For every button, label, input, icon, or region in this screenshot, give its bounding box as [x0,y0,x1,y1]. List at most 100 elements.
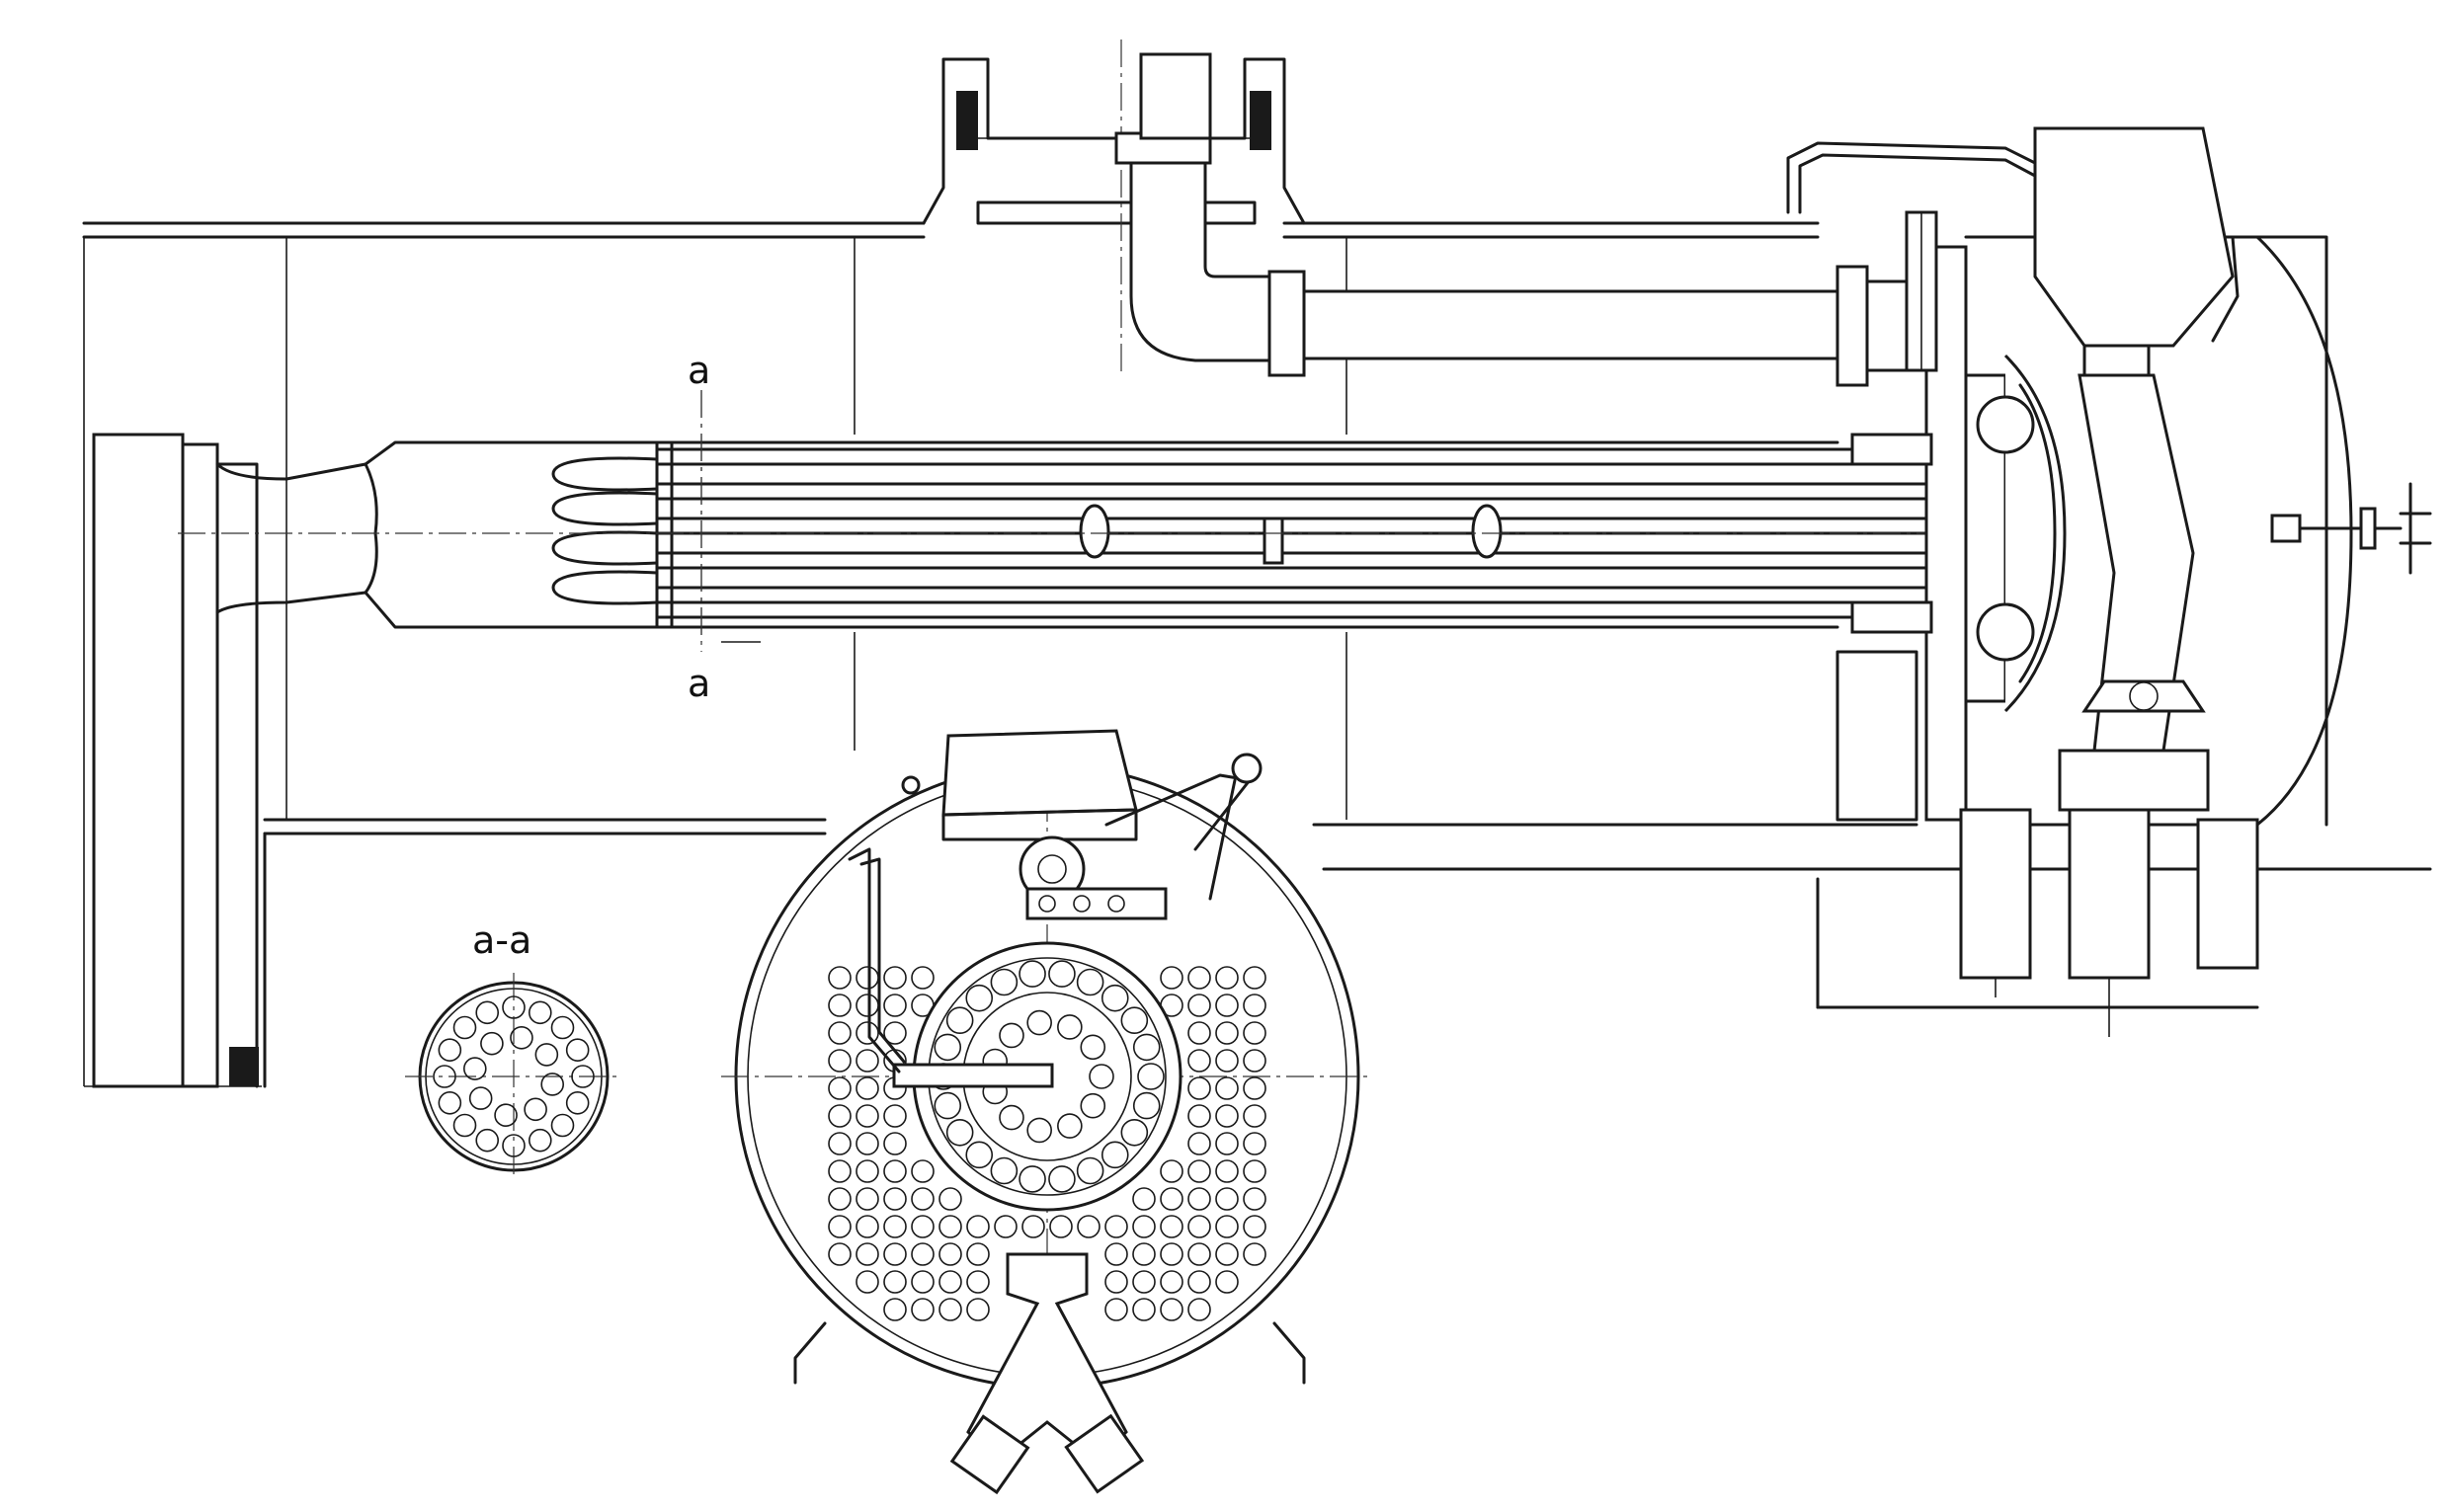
shell-tube [966,1298,990,1321]
shell-tube [938,1298,962,1321]
shell-tube [856,1132,879,1155]
ring-tube [965,1141,994,1169]
shell-tube [1243,1187,1266,1211]
shell-tube [856,1021,879,1045]
shell-tube [883,1132,907,1155]
shell-tube [828,1021,852,1045]
ring-tube-inner [1080,1092,1106,1119]
shell-tube [1215,1187,1239,1211]
tube-outer [502,1134,526,1157]
shell-tube [883,966,907,990]
shell-tube [1104,1298,1128,1321]
section-view-label: a-a [472,918,531,962]
tube-inner [494,1103,518,1128]
shell-tube [883,1187,907,1211]
furnace-ring-tubes [930,960,1165,1193]
shell-tube [1215,994,1239,1017]
shell-tube [911,1187,935,1211]
shell-tube [1187,994,1211,1017]
shell-tube [1187,1076,1211,1100]
tube-outer [550,1113,575,1138]
shell-tube [911,966,935,990]
tube-outer [565,1090,590,1115]
tube-outer [452,1113,477,1138]
section-cut-line: a a [688,349,710,705]
ring-tube-inner [1026,1009,1052,1036]
section-label-top: a [688,349,710,392]
shell-tube [856,1215,879,1238]
shell-tube [883,1298,907,1321]
shell-tube [1243,1021,1266,1045]
section-a-a-tubes [433,995,595,1157]
ring-tube [990,1156,1019,1185]
feed-pipe [848,847,906,1074]
ring-tube-inner [1089,1064,1114,1089]
fuel-inlet-pipe [2033,126,2235,812]
shell-tube [1243,994,1266,1017]
shell-tube [1215,1076,1239,1100]
shell-tube [828,1159,852,1183]
shell-tube [1215,1021,1239,1045]
shell-tube [911,1270,935,1294]
shell-tube [1160,1298,1183,1321]
shell-tube [883,1270,907,1294]
shell-tube [1132,1270,1156,1294]
ring-tube [934,1091,962,1120]
shell-tube [1243,1215,1266,1238]
shell-tube [828,1187,852,1211]
gauge-valve [1019,836,1168,920]
shell-tube [1104,1215,1128,1238]
shell-tube [1160,1270,1183,1294]
shell-tube [856,1104,879,1128]
shell-tube [1132,1242,1156,1266]
tube-inner [462,1057,487,1080]
oil-feed-line [1786,141,2240,343]
shell-tube [938,1215,962,1238]
section-a-a-view: a-a [405,918,622,1180]
top-lever [1104,753,1263,901]
shell-tube [856,1049,879,1073]
shell-tube [1049,1215,1073,1238]
tube-inner [510,1025,533,1050]
ring-tube-inner [1026,1117,1052,1144]
shell-tube [1021,1215,1045,1238]
shell-tube [1160,1242,1183,1266]
tube-inner [468,1086,493,1110]
support-feet [793,1321,1306,1385]
shell-tube [828,1132,852,1155]
ring-tube [990,968,1019,996]
shell-tube [1215,1104,1239,1128]
shell-tube [1187,1298,1211,1321]
shell-tube [828,1104,852,1128]
tube-return-bends [551,456,659,605]
shell-tube [1187,966,1211,990]
ring-tube [1132,1091,1161,1120]
tube-outer [475,1128,500,1153]
ring-tube [1101,984,1129,1012]
tube-inner [534,1043,559,1067]
tube-outer [475,1000,500,1025]
shell-tube [828,994,852,1017]
shell-tube [828,1049,852,1073]
ring-tube [934,1033,962,1062]
shell-tube [966,1270,990,1294]
shell-tube [828,966,852,990]
nozzle-chamber [1976,354,2067,713]
shell-tube [1215,966,1239,990]
shell-tube [1243,1132,1266,1155]
shell-tube [883,1104,907,1128]
boiler-front-section [721,729,1373,1495]
shell-tube [856,1159,879,1183]
tube-outer [565,1038,590,1063]
shell-tube [1243,1242,1266,1266]
tube-outer [528,1000,552,1025]
tube-inner [524,1097,547,1122]
shell-tube [1160,1215,1183,1238]
ring-tube-inner [1057,1113,1083,1139]
ring-tube-inner [999,1104,1024,1131]
shell-tube [883,1215,907,1238]
tube-outer [502,995,526,1019]
shell-tube [1104,1242,1128,1266]
shell-tube [911,1242,935,1266]
